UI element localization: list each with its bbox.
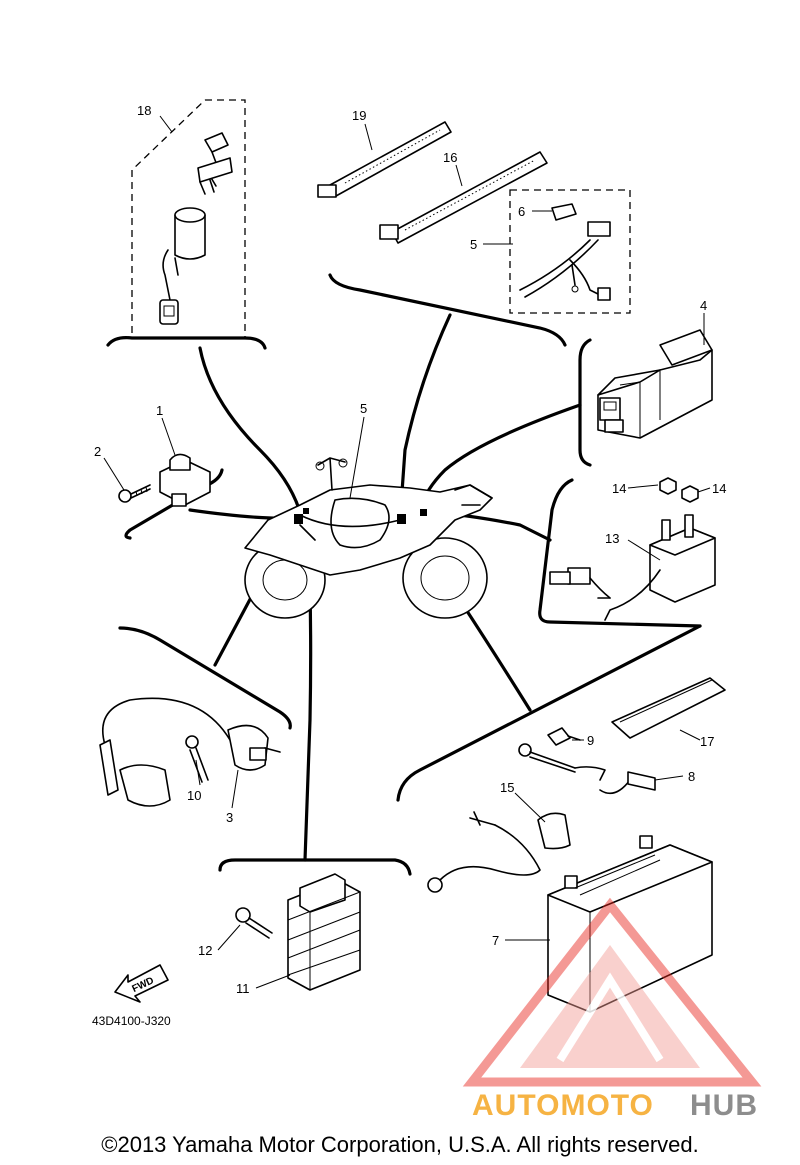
part-9-bolt[interactable] xyxy=(547,727,581,746)
callout-12: 12 xyxy=(198,943,212,958)
copyright-text: ©2013 Yamaha Motor Corporation, U.S.A. A… xyxy=(101,1132,698,1157)
callout-15: 15 xyxy=(500,780,514,795)
callout-7: 7 xyxy=(492,933,499,948)
part-3-ignition-coil[interactable] xyxy=(99,697,281,807)
callout-1: 1 xyxy=(156,403,163,418)
callout-9: 9 xyxy=(587,733,594,748)
part-2-bolt[interactable] xyxy=(118,484,151,503)
callout-14-left: 14 xyxy=(612,481,626,496)
callout-6: 6 xyxy=(518,204,525,219)
callout-3: 3 xyxy=(226,810,233,825)
callout-4: 4 xyxy=(700,298,707,313)
callout-19: 19 xyxy=(352,108,366,123)
callout-14-right: 14 xyxy=(712,481,726,496)
group-brackets xyxy=(106,273,702,876)
part-1-relay[interactable] xyxy=(159,453,211,507)
part-17-battery-band[interactable] xyxy=(611,677,726,739)
part-14-nut-left[interactable] xyxy=(659,477,677,495)
part-8-battery-cable[interactable] xyxy=(518,743,656,795)
callout-13: 13 xyxy=(605,531,619,546)
automotohub-logo: AUTOMOTO HUB xyxy=(462,897,762,1122)
callout-5-vehicle: 5 xyxy=(360,401,367,416)
part-5-wire-harness-kit[interactable] xyxy=(509,189,631,314)
callout-17: 17 xyxy=(700,734,714,749)
fwd-arrow-icon: FWD xyxy=(114,964,169,1003)
part-4-cdi-unit[interactable] xyxy=(597,329,713,439)
part-11-rectifier-regulator[interactable] xyxy=(287,873,361,991)
callout-11: 11 xyxy=(236,981,250,996)
callout-leaders xyxy=(103,115,711,989)
part-18-main-switch[interactable] xyxy=(131,99,246,339)
callout-8: 8 xyxy=(688,769,695,784)
callout-16: 16 xyxy=(443,150,457,165)
callout-numbers: 18 19 16 6 5 4 5 1 2 14 14 13 10 3 9 8 1… xyxy=(94,103,726,996)
watermark-text-automoto: AUTOMOTO xyxy=(472,1089,654,1122)
part-13-starter-relay[interactable] xyxy=(549,514,716,621)
atv-vehicle xyxy=(244,457,493,619)
part-10-bolt[interactable] xyxy=(185,735,209,783)
diagram-code: 43D4100-J320 xyxy=(92,1014,171,1028)
part-19-cable-tie[interactable] xyxy=(317,121,452,198)
part-12-bolt[interactable] xyxy=(235,907,273,939)
part-16-cable-tie[interactable] xyxy=(379,151,548,244)
part-7-battery[interactable] xyxy=(547,835,713,1013)
callout-18: 18 xyxy=(137,103,151,118)
callout-10: 10 xyxy=(187,788,201,803)
watermark-text-hub: HUB xyxy=(690,1089,758,1122)
callout-2: 2 xyxy=(94,444,101,459)
part-14-nut-right[interactable] xyxy=(681,485,699,503)
part-15-negative-cable[interactable] xyxy=(427,811,571,893)
callout-5-harness: 5 xyxy=(470,237,477,252)
